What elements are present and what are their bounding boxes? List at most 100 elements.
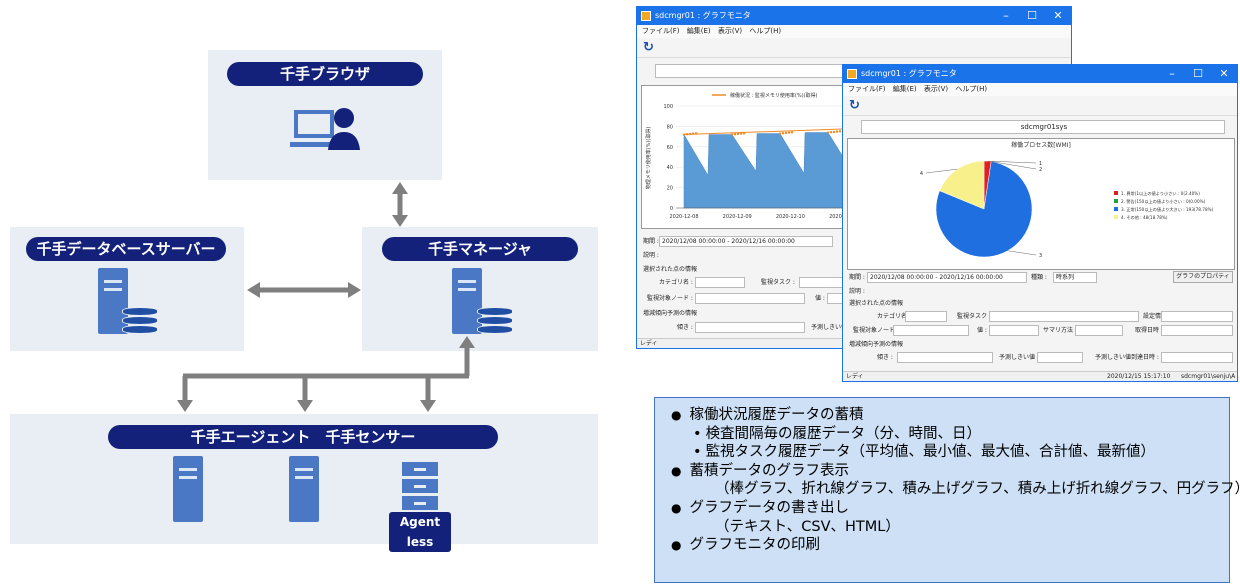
threshold-date-field[interactable] xyxy=(1161,352,1233,363)
slope-label: 傾き : xyxy=(877,354,893,361)
y-tick-label: 20 xyxy=(667,186,673,192)
graph-monitor-window-front[interactable]: sdcmgr01 : グラフモニタ – ☐ ✕ ファイル(F) 編集(E) 表示… xyxy=(842,64,1238,382)
period-label: 期間 : xyxy=(643,238,659,245)
feature-list: 稼働状況履歴データの蓄積検査間隔毎の履歴データ（分、時間、日）監視タスク履歴デー… xyxy=(655,398,1240,555)
y-tick-label: 80 xyxy=(667,124,673,130)
sensor-server-icon xyxy=(289,456,319,522)
status-bar: レディ 2020/12/15 15:17:10 sdcmgr01\senju\A xyxy=(843,371,1237,381)
menu-file[interactable]: ファイル(F) xyxy=(642,27,680,35)
database-icon xyxy=(477,307,513,335)
data-point[interactable] xyxy=(694,132,698,135)
kind-field[interactable]: 時系列 xyxy=(1053,272,1097,283)
app-icon xyxy=(847,69,857,79)
data-point[interactable] xyxy=(778,132,782,135)
callout-line xyxy=(1007,250,1037,256)
x-tick-label: 2020-12-08 xyxy=(669,214,698,220)
node-field[interactable] xyxy=(695,293,805,304)
minimize-icon[interactable]: – xyxy=(1003,9,1009,22)
agent-label: 千手エージェント 千手センサー xyxy=(108,425,498,449)
close-icon[interactable]: ✕ xyxy=(1053,9,1063,22)
category-label: カテゴリ名 : xyxy=(659,279,693,286)
slope-field[interactable] xyxy=(897,352,993,363)
area-series[interactable] xyxy=(683,132,853,209)
status-time: 2020/12/15 15:17:10 xyxy=(1107,373,1171,380)
period-label: 期間 : xyxy=(849,274,865,281)
data-point[interactable] xyxy=(742,132,746,135)
data-point[interactable] xyxy=(781,132,785,135)
node-field[interactable] xyxy=(893,325,969,336)
data-point[interactable] xyxy=(691,132,695,135)
data-point[interactable] xyxy=(787,131,791,134)
period-field[interactable]: 2020/12/08 00:00:00 - 2020/12/16 00:00:0… xyxy=(659,236,833,247)
threshold-date-label: 予測しきい値到達日時 : xyxy=(1095,354,1159,361)
task-label: 監視タスク : xyxy=(761,279,795,286)
data-point[interactable] xyxy=(733,133,737,136)
period-field[interactable]: 2020/12/08 00:00:00 - 2020/12/16 00:00:0… xyxy=(867,272,1027,283)
menu-view[interactable]: 表示(V) xyxy=(923,85,949,93)
setting-field[interactable] xyxy=(1161,311,1233,322)
data-point[interactable] xyxy=(682,133,686,136)
window-title: sdcmgr01 : グラフモニタ xyxy=(861,69,957,78)
maximize-icon[interactable]: ☐ xyxy=(1027,9,1037,22)
memory-usage-chart: 稼働状況 : 監視メモリ使用率(%)(取得)物理メモリ使用率(%)(取得)100… xyxy=(645,92,858,220)
legend-label: 1. 異常(1以上の値より小さい : 0(2.40%) xyxy=(1121,190,1200,197)
selected-point-section: 選択された点の情報 xyxy=(849,300,904,307)
callout-label: 4 xyxy=(920,171,923,177)
task-field[interactable] xyxy=(989,311,1139,322)
maximize-icon[interactable]: ☐ xyxy=(1193,67,1203,80)
close-icon[interactable]: ✕ xyxy=(1219,67,1229,80)
data-point[interactable] xyxy=(835,130,839,133)
menu-view[interactable]: 表示(V) xyxy=(717,27,743,35)
title-bar[interactable]: sdcmgr01 : グラフモニタ – ☐ ✕ xyxy=(637,7,1071,25)
category-field[interactable] xyxy=(695,277,745,288)
refresh-icon[interactable]: ↻ xyxy=(849,98,860,113)
feature-list-box: 稼働状況履歴データの蓄積検査間隔毎の履歴データ（分、時間、日）監視タスク履歴デー… xyxy=(654,397,1240,583)
summary-label: サマリ方法 : xyxy=(1043,327,1077,334)
menu-bar: ファイル(F) 編集(E) 表示(V) ヘルプ(H) xyxy=(843,83,1237,96)
menu-edit[interactable]: 編集(E) xyxy=(892,85,917,93)
slope-label: 傾き : xyxy=(677,324,693,331)
description-label: 説明 : xyxy=(849,288,865,295)
data-point[interactable] xyxy=(685,133,689,136)
title-bar[interactable]: sdcmgr01 : グラフモニタ – ☐ ✕ xyxy=(843,65,1237,83)
menu-file[interactable]: ファイル(F) xyxy=(848,85,886,93)
selected-point-section: 選択された点の情報 xyxy=(643,266,698,273)
data-point[interactable] xyxy=(730,133,734,136)
data-point[interactable] xyxy=(838,130,842,133)
graph-properties-button[interactable]: グラフのプロパティ xyxy=(1173,271,1233,283)
minimize-icon[interactable]: – xyxy=(1169,67,1175,80)
callout-label: 2 xyxy=(1039,167,1042,173)
category-field[interactable] xyxy=(905,311,947,322)
legend-swatch xyxy=(1114,199,1118,203)
trend-line xyxy=(683,128,857,136)
data-point[interactable] xyxy=(739,132,743,135)
data-point[interactable] xyxy=(688,132,692,136)
threshold-field[interactable] xyxy=(1037,352,1083,363)
time-field[interactable] xyxy=(1161,325,1233,336)
chart-title: 稼働プロセス数[WMI] xyxy=(1011,141,1071,149)
legend-swatch xyxy=(1114,215,1118,219)
y-tick-label: 40 xyxy=(667,165,673,171)
manager-server-icon xyxy=(452,268,482,334)
value-field[interactable] xyxy=(989,325,1039,336)
data-point[interactable] xyxy=(826,131,830,134)
data-point[interactable] xyxy=(790,131,794,134)
data-point[interactable] xyxy=(736,132,740,136)
menu-help[interactable]: ヘルプ(H) xyxy=(955,85,988,93)
menu-edit[interactable]: 編集(E) xyxy=(686,27,711,35)
summary-field[interactable] xyxy=(1075,325,1123,336)
data-point[interactable] xyxy=(784,131,788,135)
feature-item: グラフモニタの印刷 xyxy=(671,536,1229,555)
data-point[interactable] xyxy=(829,131,833,134)
host-header: sdcmgr01sys xyxy=(861,120,1225,134)
callout-line xyxy=(991,161,1037,170)
data-point[interactable] xyxy=(832,130,836,134)
refresh-icon[interactable]: ↻ xyxy=(643,40,654,55)
task-label: 監視タスク : xyxy=(957,313,991,320)
x-tick-label: 2020-12-09 xyxy=(723,214,752,220)
menu-help[interactable]: ヘルプ(H) xyxy=(749,27,782,35)
legend-label: 4. その他 : 48(18.78%) xyxy=(1121,214,1168,221)
slope-field[interactable] xyxy=(695,322,805,333)
callout-line xyxy=(987,160,1037,164)
